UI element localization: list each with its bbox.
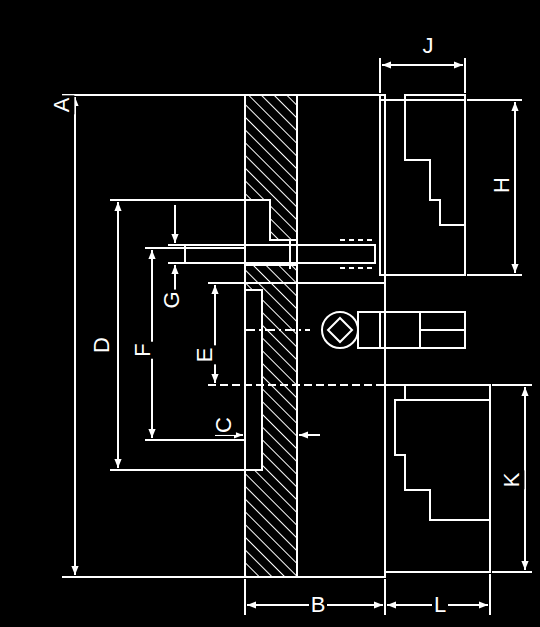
dimension-letter: E xyxy=(193,346,217,365)
dimension-letter: J xyxy=(421,34,436,58)
dimension-letter: G xyxy=(160,289,184,310)
dimension-letter: D xyxy=(90,335,114,355)
dimension-letter: B xyxy=(309,593,328,617)
dimension-letter: H xyxy=(490,175,514,195)
dimension-letter: L xyxy=(432,593,448,617)
dimension-letter: C xyxy=(212,415,236,435)
dimension-letter: K xyxy=(500,471,524,490)
dimension-letter: F xyxy=(131,341,155,358)
dimension-letter: A xyxy=(50,96,74,115)
